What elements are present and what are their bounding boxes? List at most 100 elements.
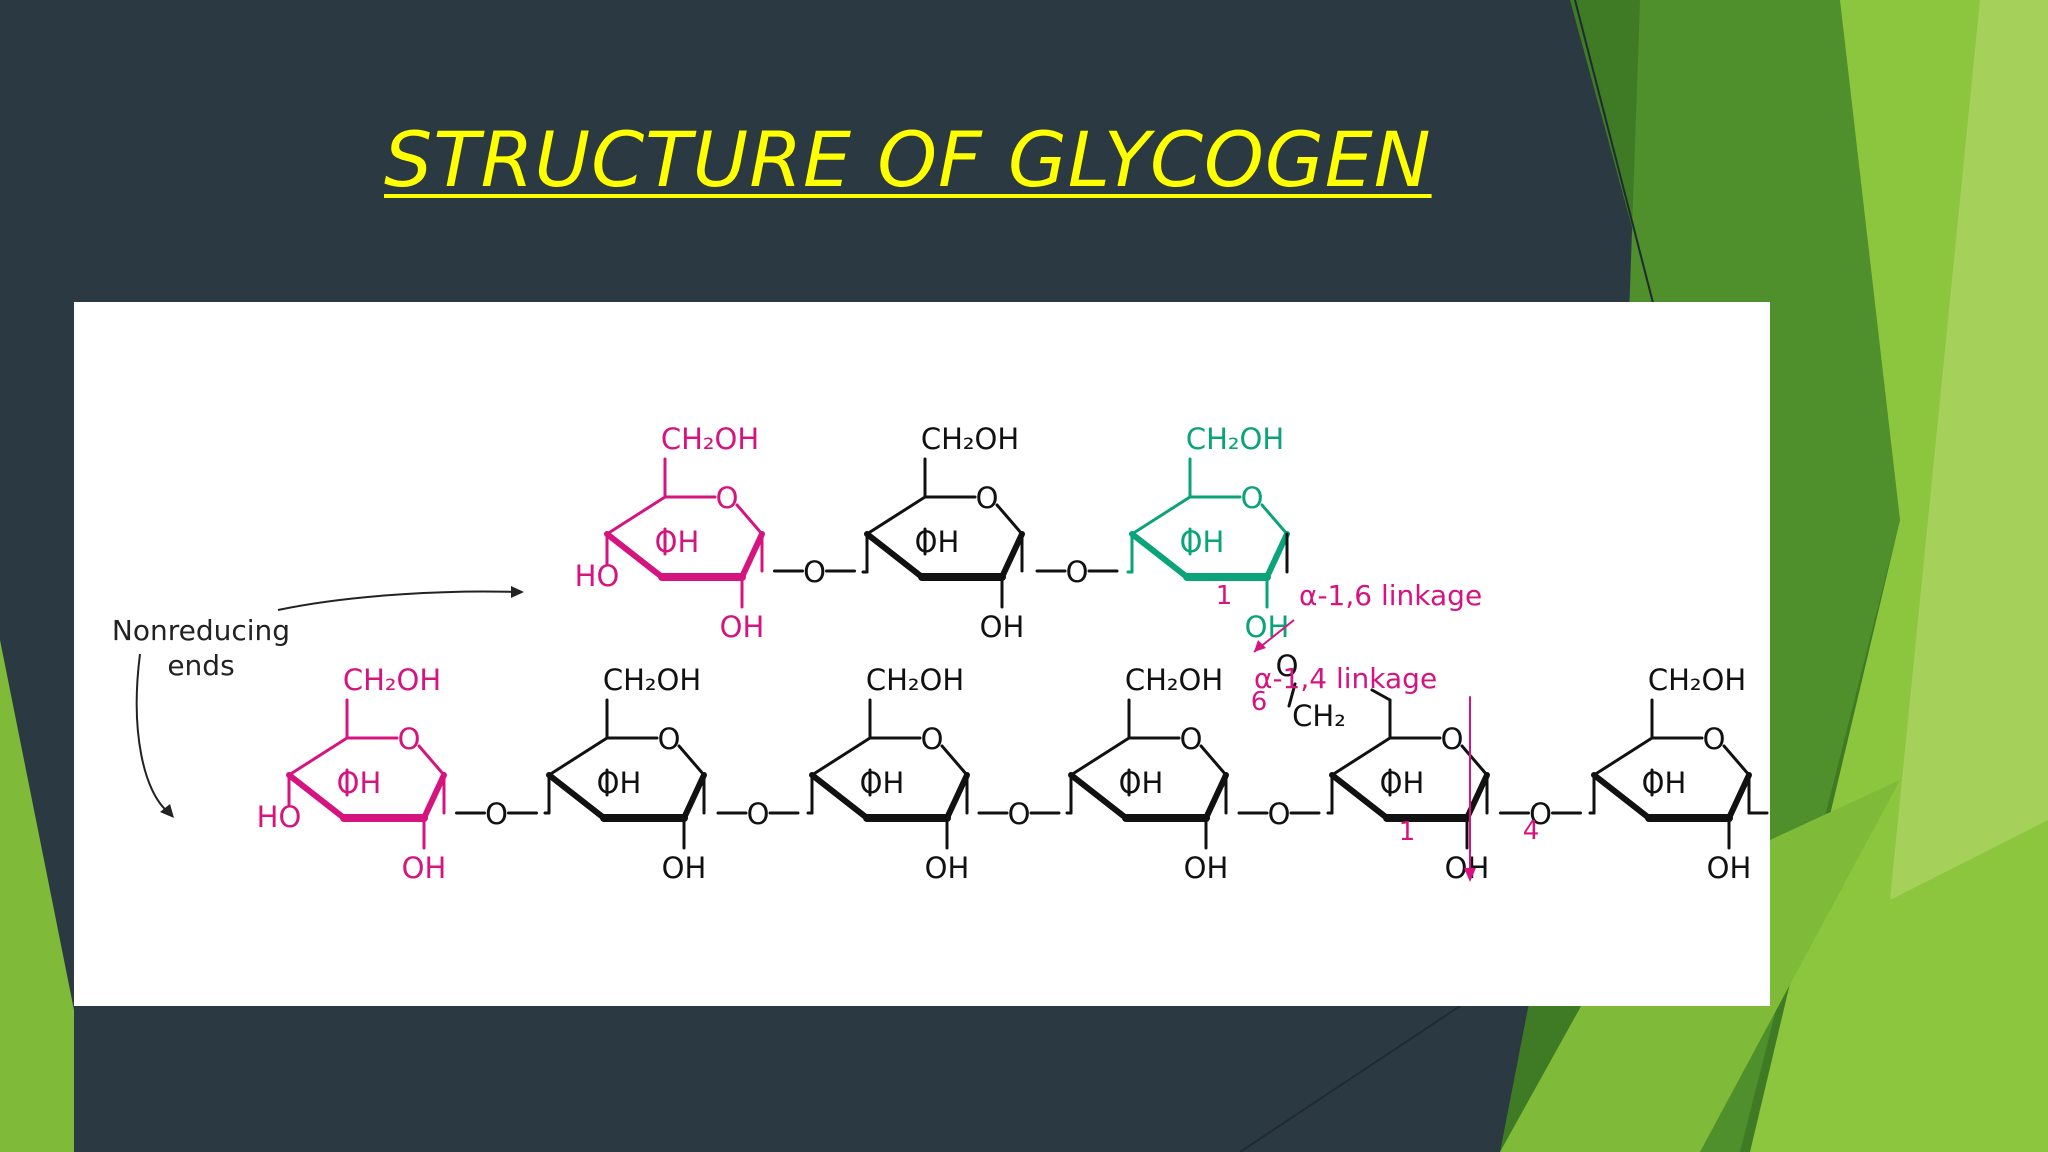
upper-residue-1-bond: [604, 531, 665, 580]
upper-link-1-glycosidic-oxygen: O: [803, 555, 826, 589]
lower-residue-4-oh-label: OH: [1184, 851, 1229, 885]
lower-residue-6-ch2oh-label: CH₂OH: [1648, 663, 1746, 697]
nonreducing-label-line1: Nonreducing: [112, 614, 290, 647]
lower-residue-2-bond: [546, 772, 607, 821]
alpha-1-6-linkage-label: α-1,6 linkage: [1299, 579, 1482, 612]
lower-residue-2-ring-oxygen: O: [658, 722, 681, 756]
upper-residue-2-bond: [865, 495, 927, 536]
lower-residue-4-ch2oh-label: CH₂OH: [1125, 663, 1223, 697]
upper-residue-3-ring-oxygen: O: [1241, 481, 1264, 515]
lower-residue-6-bond: [1592, 736, 1654, 777]
lower-residue-1-bond: [417, 744, 446, 777]
lower-residue-6-bond: [1722, 744, 1751, 777]
lower-residue-2-oh-label: OH: [662, 851, 707, 885]
lower-residue-1-oh-label: OH: [402, 851, 447, 885]
lower-residue-2-bond: [677, 744, 706, 777]
lower-residue-5-bond: [1460, 744, 1489, 777]
branch-bond: [1287, 682, 1297, 708]
lower-residue-1-ring-oxygen: O: [398, 722, 421, 756]
lower-residue-2-ch2oh-label: CH₂OH: [603, 663, 701, 697]
lower-residue-5-bond: [1330, 736, 1392, 777]
lower-residue-1-ho-label: HO: [257, 800, 302, 834]
lower-residue-4-bond: [1069, 736, 1131, 777]
position-6-label: 6: [1251, 687, 1268, 717]
upper-residue-1-bond: [735, 503, 764, 536]
lower-residue-6-oh-label: OH: [1707, 851, 1752, 885]
alpha-1-6-arrowhead: [1254, 640, 1266, 652]
lower-residue-3-oh-label: OH: [860, 766, 905, 800]
upper-residue-3-bond: [1260, 503, 1289, 536]
lower-residue-6-bond: [1591, 772, 1652, 821]
nonreducing-arrowhead-upper: [511, 586, 524, 598]
nonreducing-arrow-upper: [277, 590, 517, 611]
lower-residue-5-bond: [1329, 772, 1390, 821]
lower-residue-6-ring-oxygen: O: [1703, 722, 1726, 756]
lower-residue-1-oh-label: OH: [337, 766, 382, 800]
lower-residue-5-oh-label: OH: [1380, 766, 1425, 800]
upper-residue-3-bond: [1264, 531, 1290, 580]
upper-residue-1-ho-label: HO: [575, 559, 620, 593]
alpha-1-4-linkage-label: α-1,4 linkage: [1254, 662, 1437, 695]
lower-residue-4-bond: [1199, 744, 1228, 777]
lower-link-2-glycosidic-oxygen: O: [747, 797, 770, 831]
lower-residue-4-bond: [1068, 772, 1129, 821]
lower-residue-5-bond: [1370, 688, 1392, 702]
upper-residue-2-oh-label: OH: [915, 525, 960, 559]
lower-link-1-glycosidic-oxygen: O: [485, 797, 508, 831]
lower-residue-6-oh-label: OH: [1642, 766, 1687, 800]
lower-residue-2-oh-label: OH: [597, 766, 642, 800]
position-1-branch-label: 1: [1216, 581, 1233, 611]
lower-residue-4-oh-label: OH: [1119, 766, 1164, 800]
upper-residue-2-ring-oxygen: O: [976, 481, 999, 515]
lower-residue-6-bond: [1726, 772, 1752, 821]
branch-glycosidic-oxygen: O: [1276, 649, 1299, 683]
upper-residue-2-oh-label: OH: [980, 610, 1025, 644]
upper-residue-3-ch2oh-label: CH₂OH: [1186, 422, 1284, 456]
nonreducing-arrow-lower: [135, 653, 169, 813]
lower-residue-3-bond: [944, 772, 970, 821]
lower-residue-2-bond: [681, 772, 707, 821]
nonreducing-arrowhead-lower: [160, 804, 174, 818]
lower-residue-3-bond: [940, 744, 969, 777]
bg-shape-green-pale: [1890, 0, 2048, 900]
lower-residue-1-ch2oh-label: CH₂OH: [343, 663, 441, 697]
lower-residue-3-oh-label: OH: [925, 851, 970, 885]
upper-residue-2-bond: [995, 503, 1024, 536]
lower-residue-5-ring-oxygen: O: [1441, 722, 1464, 756]
upper-residue-1-bond: [739, 531, 765, 580]
alpha-1-4-arrowhead: [1464, 868, 1476, 882]
upper-residue-2-bond: [864, 531, 925, 580]
lower-residue-3-bond: [810, 736, 872, 777]
upper-residue-2-bond: [999, 531, 1025, 580]
upper-residue-3-bond: [1130, 495, 1192, 536]
lower-link-3-glycosidic-oxygen: O: [1008, 797, 1031, 831]
upper-residue-1-ring-oxygen: O: [716, 481, 739, 515]
position-1-chain-label: 1: [1399, 817, 1416, 847]
upper-link-2-glycosidic-oxygen: O: [1066, 555, 1089, 589]
slide-title: STRUCTURE OF GLYCOGEN: [384, 115, 1432, 204]
upper-residue-1-oh-label: OH: [720, 610, 765, 644]
lower-link-5-glycosidic-oxygen: O: [1529, 797, 1552, 831]
lower-residue-3-ring-oxygen: O: [921, 722, 944, 756]
nonreducing-label-line2: ends: [167, 649, 234, 682]
upper-residue-1-bond: [605, 495, 667, 536]
lower-residue-4-bond: [1203, 772, 1229, 821]
upper-residue-3-bond: [1129, 531, 1190, 580]
lower-residue-1-bond: [421, 772, 447, 821]
upper-residue-3-oh-label: OH: [1245, 610, 1290, 644]
upper-residue-1-ch2oh-label: CH₂OH: [661, 422, 759, 456]
lower-residue-1-bond: [286, 772, 347, 821]
lower-link-4-glycosidic-oxygen: O: [1268, 797, 1291, 831]
branch-ch2-label: CH₂: [1292, 699, 1346, 733]
upper-residue-3-oh-label: OH: [1180, 525, 1225, 559]
lower-residue-2-bond: [547, 736, 609, 777]
lower-residue-4-ring-oxygen: O: [1180, 722, 1203, 756]
position-4-label: 4: [1523, 816, 1540, 846]
lower-residue-1-bond: [287, 736, 349, 777]
bg-shape-green-left: [0, 640, 74, 1152]
lower-residue-3-ch2oh-label: CH₂OH: [866, 663, 964, 697]
upper-residue-2-ch2oh-label: CH₂OH: [921, 422, 1019, 456]
bg-line: [1574, 0, 1661, 331]
